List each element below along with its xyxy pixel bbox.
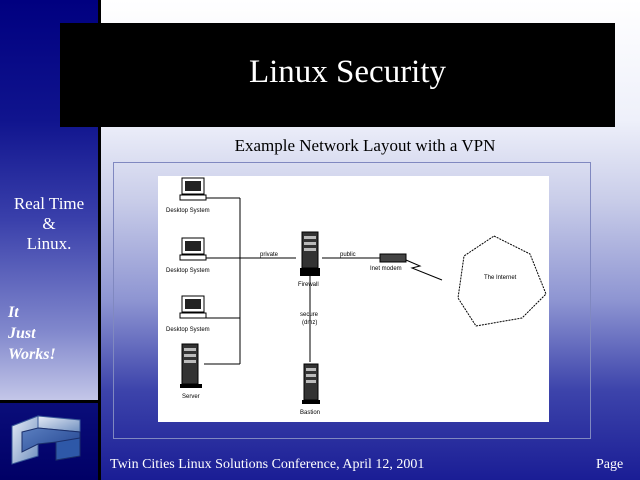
slide-subtitle: Example Network Layout with a VPN (234, 136, 496, 155)
slide-title: Linux Security (248, 54, 447, 90)
desktop-label: Desktop System (166, 327, 210, 333)
desktop-computer-icon (179, 237, 207, 261)
bastion-label: Bastion (300, 410, 320, 416)
company-logo-icon (8, 412, 92, 468)
desktop-label: Desktop System (166, 208, 210, 214)
desktop-computer-icon (179, 177, 207, 201)
firewall-label: Firewall (298, 282, 319, 288)
desktop-label: Desktop System (166, 268, 210, 274)
internet-label: The Internet (484, 275, 517, 281)
dmz-label: (dmz) (302, 320, 317, 326)
linux-line: Linux. (26, 234, 72, 253)
dmz-label: secure (300, 312, 319, 318)
desktop-computer-icon (179, 295, 207, 319)
network-diagram: Desktop System Desktop System Desktop Sy… (158, 176, 549, 422)
bastion-server-icon (302, 363, 320, 404)
real-time-linux-text: Real Time & Linux. (0, 194, 98, 254)
page-label: Page (596, 457, 624, 472)
modem-icon (379, 253, 407, 263)
server-tower-icon (180, 343, 202, 388)
slogan-text: It Just Works! (8, 302, 56, 365)
sidebar-edge (98, 0, 101, 480)
private-label: private (260, 252, 279, 258)
diagram-frame (113, 162, 591, 439)
sidebar-divider (0, 400, 100, 403)
real-time-line: Real Time (13, 194, 85, 213)
slogan-line: It (8, 304, 19, 321)
slogan-line: Just (8, 325, 36, 342)
footer-text: Twin Cities Linux Solutions Conference, … (110, 457, 425, 472)
firewall-server-icon (300, 231, 320, 276)
ampersand-line: & (42, 214, 56, 233)
slogan-line: Works! (8, 346, 56, 363)
public-label: public (340, 252, 356, 258)
server-label: Server (182, 394, 200, 400)
modem-label: Inet modem (370, 266, 402, 272)
network-links (204, 197, 443, 365)
title-banner (60, 23, 615, 127)
internet-cloud-shape (457, 235, 547, 327)
